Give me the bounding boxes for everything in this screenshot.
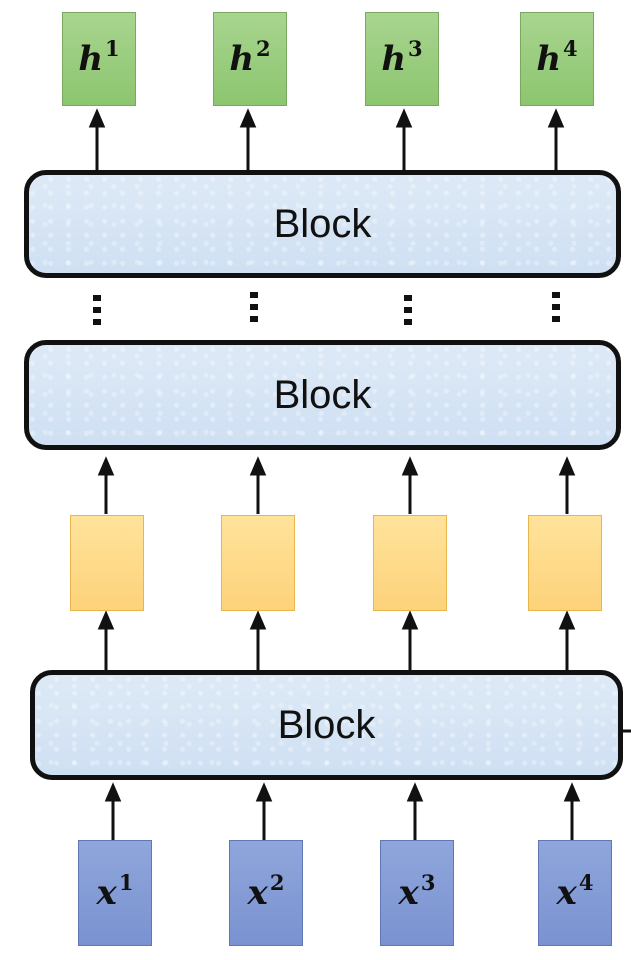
top-arrows (88, 108, 565, 172)
middle-arrows (97, 456, 576, 670)
intermediate-box-3 (373, 515, 447, 611)
input-x3: x3 (380, 840, 454, 946)
bottom-block-label: Block (277, 702, 376, 747)
output-h2: h2 (213, 12, 287, 106)
input-x4: x4 (538, 840, 612, 946)
middle-block-label: Block (273, 372, 372, 417)
top-block-label: Block (273, 201, 372, 246)
vertical-ellipsis (93, 292, 560, 325)
output-h1: h1 (62, 12, 136, 106)
top-block: Block (24, 170, 621, 278)
bottom-block: Block (30, 670, 623, 780)
intermediate-box-1 (70, 515, 144, 611)
intermediate-box-2 (221, 515, 295, 611)
input-x1: x1 (78, 840, 152, 946)
output-h4: h4 (520, 12, 594, 106)
middle-block: Block (24, 340, 621, 450)
output-h3: h3 (365, 12, 439, 106)
input-x2: x2 (229, 840, 303, 946)
bottom-arrows (104, 782, 581, 840)
intermediate-box-4 (528, 515, 602, 611)
